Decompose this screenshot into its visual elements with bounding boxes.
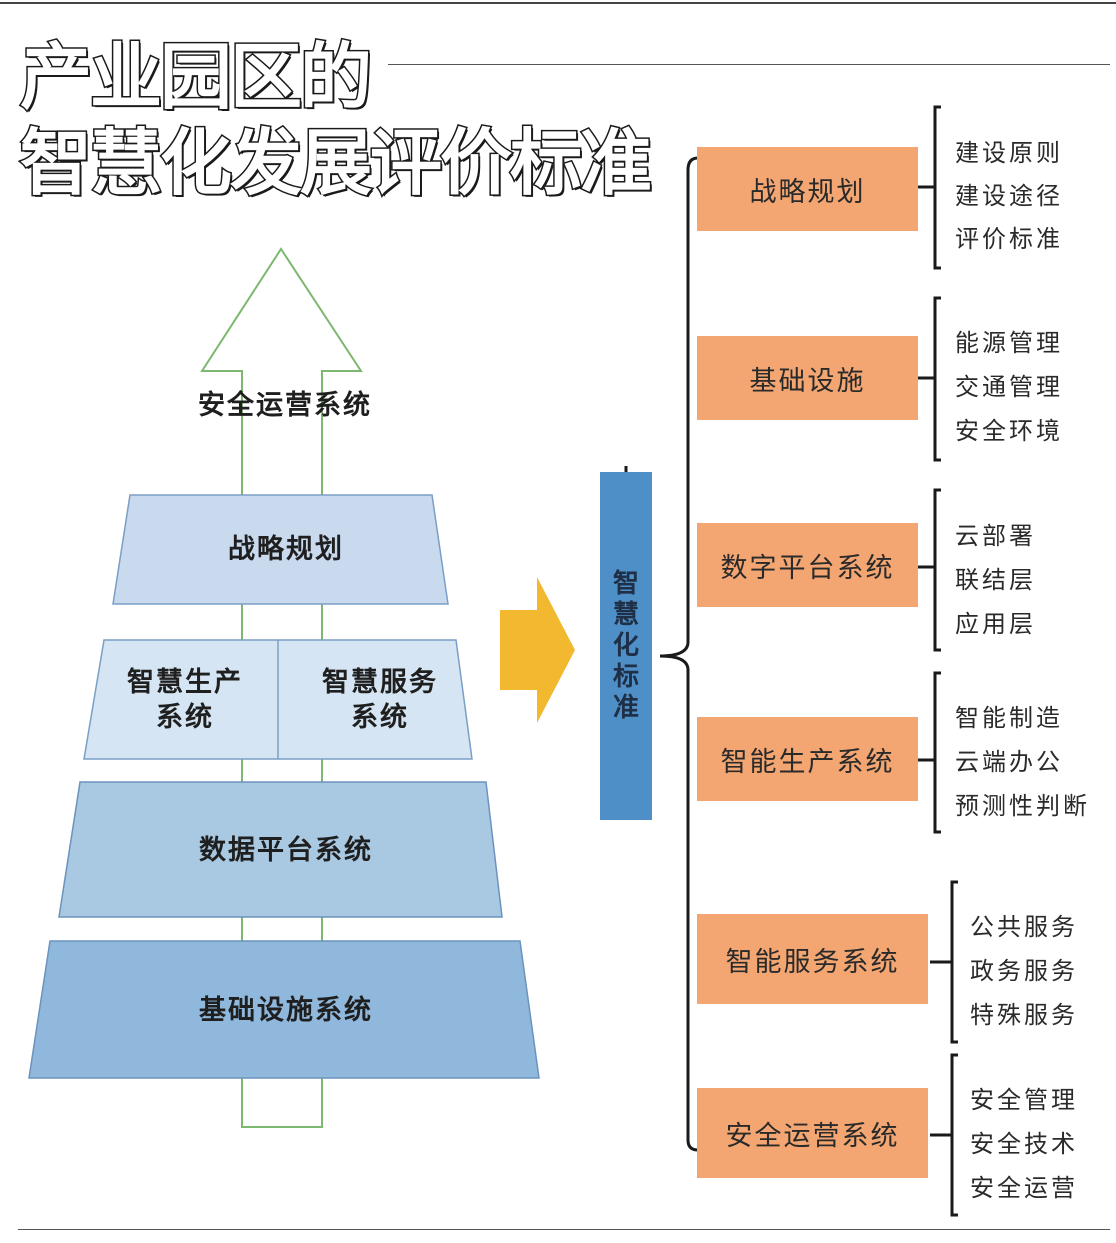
top-border [0, 2, 1116, 4]
item-2-1: 能源管理 [955, 329, 1063, 357]
category-infrastructure: 基础设施 [697, 336, 918, 420]
item-6-1: 安全管理 [970, 1086, 1078, 1114]
item-5-2: 政务服务 [970, 957, 1078, 985]
item-4-2: 云端办公 [955, 748, 1063, 776]
tier-service-line2: 系统 [351, 702, 409, 733]
tier-base-label: 基础设施系统 [199, 995, 373, 1027]
category-smart-production: 智能生产系统 [697, 717, 918, 801]
item-2-3: 安全环境 [955, 417, 1063, 445]
item-3-3: 应用层 [955, 610, 1036, 638]
center-char-3: 化 [612, 630, 639, 661]
sub-brace-5 [930, 880, 958, 1044]
tier-data-label: 数据平台系统 [199, 835, 373, 867]
title-line-2: 智慧化发展评价标准 [18, 120, 653, 207]
item-5-3: 特殊服务 [970, 1001, 1078, 1029]
tier-strategy-label: 战略规划 [228, 534, 344, 566]
center-char-2: 慧 [612, 599, 639, 630]
item-3-2: 联结层 [955, 566, 1036, 594]
item-2-2: 交通管理 [955, 373, 1063, 401]
center-standard-box: 智 慧 化 标 准 [600, 472, 652, 820]
category-security-ops: 安全运营系统 [697, 1088, 928, 1178]
tier-service-line1: 智慧服务 [322, 666, 438, 698]
item-1-1: 建设原则 [955, 139, 1063, 167]
tier-production-label: 智慧生产 系统 [105, 660, 265, 740]
item-1-3: 评价标准 [955, 225, 1063, 253]
item-3-1: 云部署 [955, 522, 1036, 550]
item-5-1: 公共服务 [970, 913, 1078, 941]
category-smart-service: 智能服务系统 [697, 914, 928, 1004]
tier-service-label: 智慧服务 系统 [298, 660, 462, 740]
bottom-rule [18, 1229, 1110, 1230]
title-rule [388, 64, 1110, 65]
category-strategy: 战略规划 [697, 147, 918, 231]
item-6-2: 安全技术 [970, 1130, 1078, 1158]
big-right-arrow-icon [500, 577, 575, 723]
tier-production-line2: 系统 [156, 702, 214, 733]
item-4-3: 预测性判断 [955, 792, 1090, 820]
main-brace [659, 156, 699, 1152]
center-char-4: 标 [612, 661, 639, 692]
tier-strategy [112, 494, 449, 605]
tier-production-line1: 智慧生产 [127, 666, 243, 698]
pyramid-diagram [28, 247, 575, 1128]
sub-brace-3 [918, 488, 941, 652]
arrow-label: 安全运营系统 [198, 390, 372, 422]
sub-brace-1 [918, 105, 941, 270]
sub-brace-6 [930, 1053, 958, 1217]
item-6-3: 安全运营 [970, 1174, 1078, 1202]
category-digital-platform: 数字平台系统 [697, 523, 918, 607]
center-char-1: 智 [612, 568, 639, 599]
tier-infrastructure [28, 940, 540, 1079]
sub-brace-4 [918, 671, 941, 834]
sub-brace-2 [918, 296, 941, 462]
item-4-1: 智能制造 [955, 704, 1063, 732]
center-char-5: 准 [612, 692, 639, 723]
item-1-2: 建设途径 [955, 182, 1063, 210]
tier-data-platform [58, 781, 503, 918]
title-line-1: 产业园区的 [18, 34, 373, 121]
